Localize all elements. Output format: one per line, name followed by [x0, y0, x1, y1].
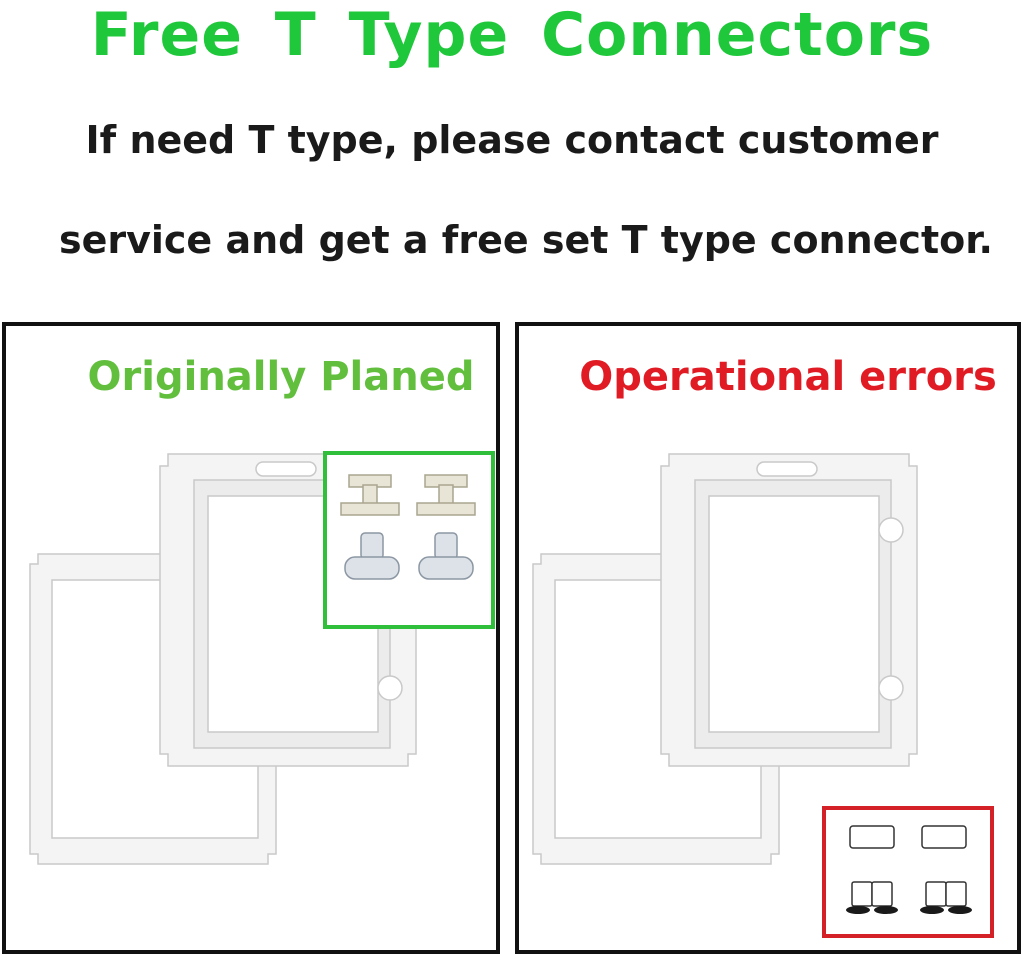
- error-connector-inset: [822, 806, 994, 938]
- page-title: Free T Type Connectors: [90, 0, 934, 70]
- instruction-line-1: If need T type, please contact customer: [85, 118, 939, 162]
- frame-plates-illustration-right: [532, 453, 918, 865]
- panel-originally-planned: Originally Planed: [2, 322, 500, 954]
- t-connector-icons: [340, 474, 476, 580]
- panel-heading-left: Originally Planed: [87, 354, 475, 400]
- t-connector-inset: [323, 451, 495, 629]
- instruction-line-2: service and get a free set T type connec…: [58, 218, 993, 262]
- panel-heading-right: Operational errors: [579, 354, 997, 400]
- error-connector-icons: [846, 825, 972, 914]
